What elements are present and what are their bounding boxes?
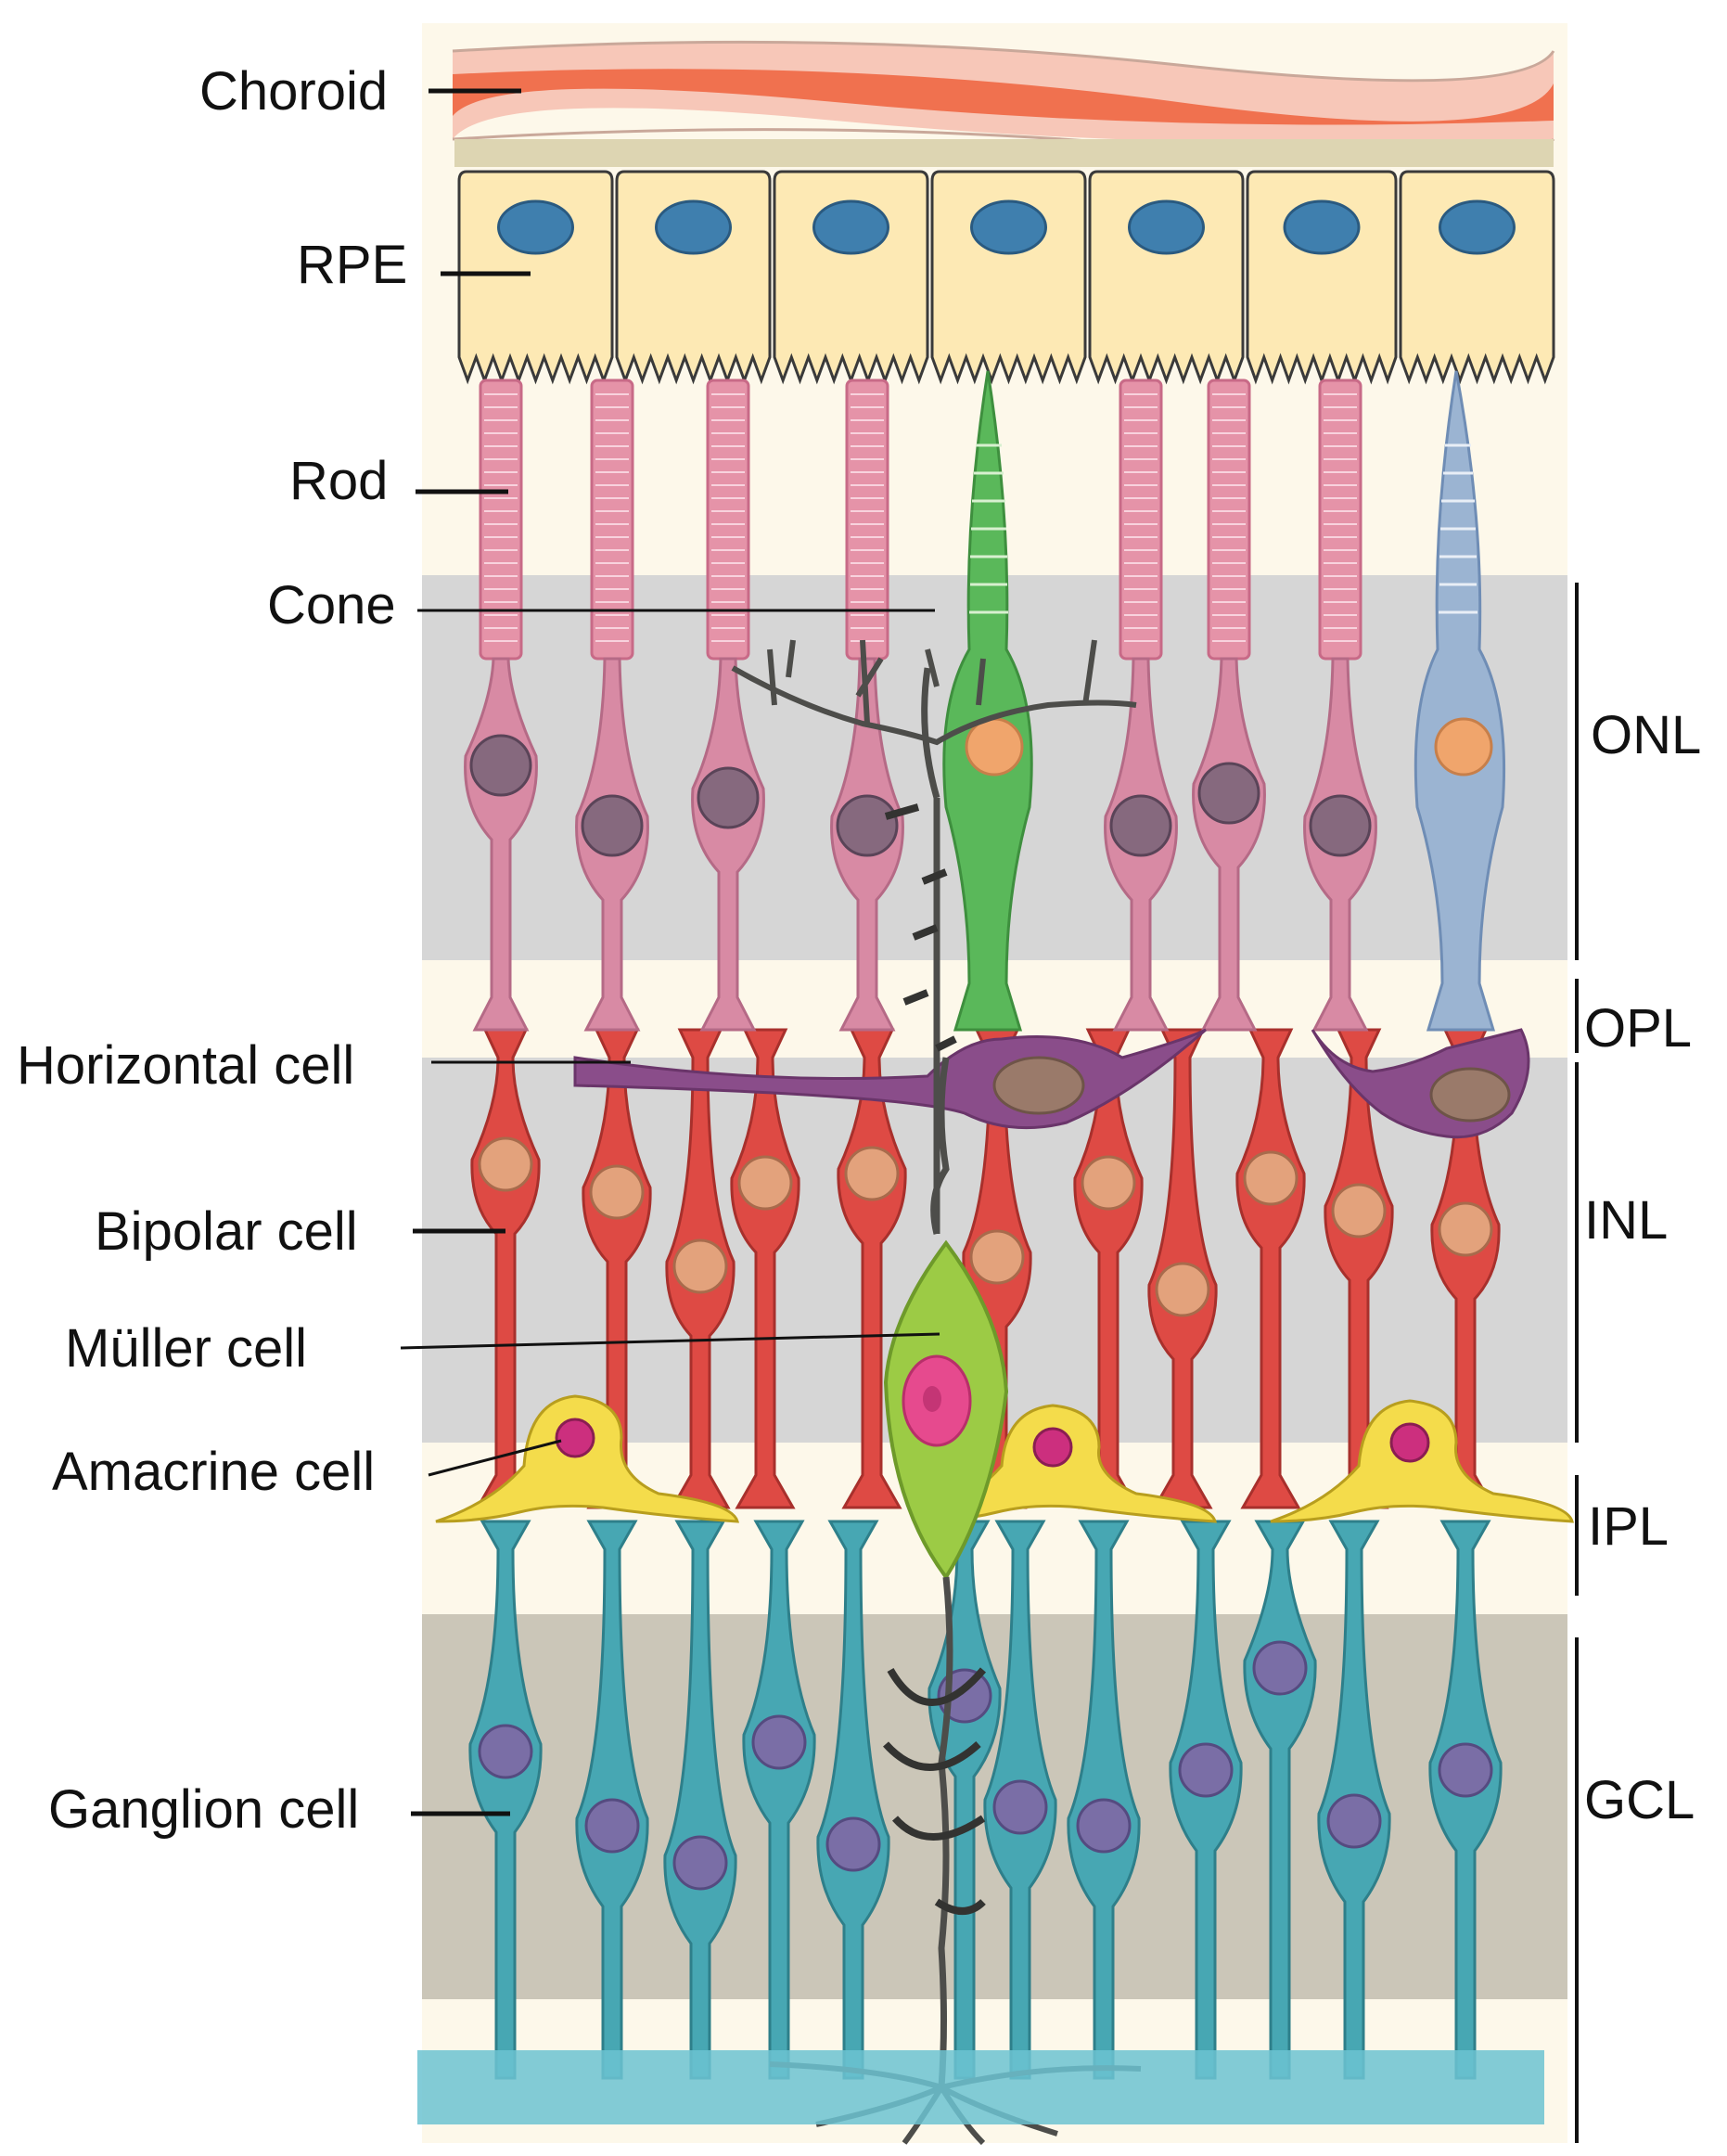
- ganglion-nucleus: [1326, 1793, 1382, 1849]
- rod-outer-segment: [1207, 379, 1251, 661]
- rod-nucleus: [1109, 794, 1172, 857]
- bipolar-nucleus: [478, 1136, 533, 1192]
- rod-outer-segment: [1318, 379, 1362, 661]
- amacrine-cell: [1270, 1399, 1574, 1523]
- bipolar-nucleus: [1155, 1262, 1210, 1317]
- amacrine-nucleus: [1389, 1422, 1430, 1463]
- ganglion-nucleus: [992, 1779, 1048, 1835]
- bipolar-cell: [730, 1028, 800, 1509]
- blue-cone: [1414, 370, 1506, 1032]
- label-opl: OPL: [1584, 998, 1692, 1059]
- bipolar-nucleus: [1438, 1201, 1493, 1257]
- bipolar-cell: [1235, 1028, 1306, 1509]
- rpe-nucleus: [1128, 199, 1205, 255]
- label-ipl: IPL: [1588, 1496, 1669, 1557]
- label-choroid: Choroid: [199, 61, 388, 122]
- label-rpe: RPE: [297, 235, 407, 295]
- leader-lines: [400, 88, 940, 1816]
- rpe-nucleus: [1283, 199, 1361, 255]
- rpe-nucleus: [655, 199, 732, 255]
- rod-nucleus: [1309, 794, 1372, 857]
- amacrine-nucleus: [1032, 1427, 1073, 1468]
- label-bipolar-cell: Bipolar cell: [95, 1201, 358, 1262]
- rpe-nucleus: [812, 199, 889, 255]
- rod-outer-segment: [706, 379, 750, 661]
- bipolar-nucleus: [589, 1164, 645, 1220]
- label-cone: Cone: [267, 575, 396, 635]
- bipolar-cell: [837, 1028, 907, 1509]
- amacrine-nucleus: [555, 1418, 595, 1458]
- rpe-cell: [1088, 170, 1245, 385]
- rod-nucleus: [1197, 762, 1260, 825]
- rpe-cell: [773, 170, 929, 385]
- rpe-cell: [457, 170, 614, 385]
- label-gcl: GCL: [1584, 1770, 1695, 1830]
- rpe-cell: [1399, 170, 1555, 385]
- left-labels: Choroid RPE Rod Cone Horizontal cell Bip…: [17, 61, 407, 1840]
- bipolar-nucleus: [844, 1146, 900, 1201]
- ganglion-nucleus: [478, 1724, 533, 1779]
- bipolar-nucleus: [1081, 1155, 1136, 1211]
- label-inl: INL: [1584, 1190, 1668, 1251]
- rpe-nucleus: [497, 199, 574, 255]
- rod-outer-segment: [1119, 379, 1163, 661]
- rod-nucleus: [469, 734, 532, 797]
- label-rod: Rod: [289, 451, 388, 511]
- bipolar-nucleus: [969, 1229, 1025, 1285]
- ganglion-nucleus: [672, 1835, 728, 1891]
- amacrine-cell: [913, 1404, 1217, 1523]
- rod-nucleus: [697, 766, 760, 829]
- rod-outer-segment: [845, 379, 889, 661]
- rod-body: [691, 657, 765, 1032]
- label-ganglion-cell: Ganglion cell: [48, 1779, 359, 1840]
- ganglion-nucleus: [825, 1816, 881, 1872]
- rod-outer-segment: [590, 379, 634, 661]
- label-amacrine-cell: Amacrine cell: [52, 1442, 375, 1502]
- rod-outer-segment: [479, 379, 523, 661]
- label-horizontal-cell: Horizontal cell: [17, 1035, 354, 1096]
- horizontal-cells: [573, 1028, 1530, 1139]
- rod-body: [1192, 657, 1266, 1032]
- label-onl: ONL: [1591, 705, 1701, 765]
- bipolar-cells: [470, 1028, 1501, 1509]
- bipolar-nucleus: [672, 1238, 728, 1294]
- rod-cells: [464, 379, 1377, 1032]
- ganglion-nucleus: [751, 1714, 807, 1770]
- bipolar-nucleus: [1243, 1150, 1298, 1206]
- rpe-nucleus: [970, 199, 1047, 255]
- rod-nucleus: [836, 794, 899, 857]
- amacrine-cell: [435, 1394, 739, 1523]
- rpe-cells: [457, 170, 1555, 385]
- amacrine-cells: [435, 1394, 1574, 1523]
- bipolar-nucleus: [1331, 1183, 1387, 1238]
- ganglion-nucleus: [1252, 1640, 1308, 1696]
- nerve-fiber-layer: [417, 2050, 1544, 2124]
- rpe-cell: [615, 170, 772, 385]
- rod-nucleus: [581, 794, 644, 857]
- ganglion-nucleus: [1438, 1742, 1493, 1798]
- label-muller-cell: Müller cell: [65, 1318, 307, 1379]
- right-labels: ONL OPL INL IPL GCL: [1584, 705, 1701, 1830]
- green-cone: [942, 370, 1033, 1032]
- ganglion-nucleus: [584, 1798, 640, 1854]
- rpe-cell: [930, 170, 1087, 385]
- ganglion-nucleus: [1178, 1742, 1234, 1798]
- rpe-nucleus: [1439, 199, 1516, 255]
- bruch-membrane: [454, 139, 1554, 167]
- bipolar-nucleus: [737, 1155, 793, 1211]
- ganglion-nucleus: [1076, 1798, 1132, 1854]
